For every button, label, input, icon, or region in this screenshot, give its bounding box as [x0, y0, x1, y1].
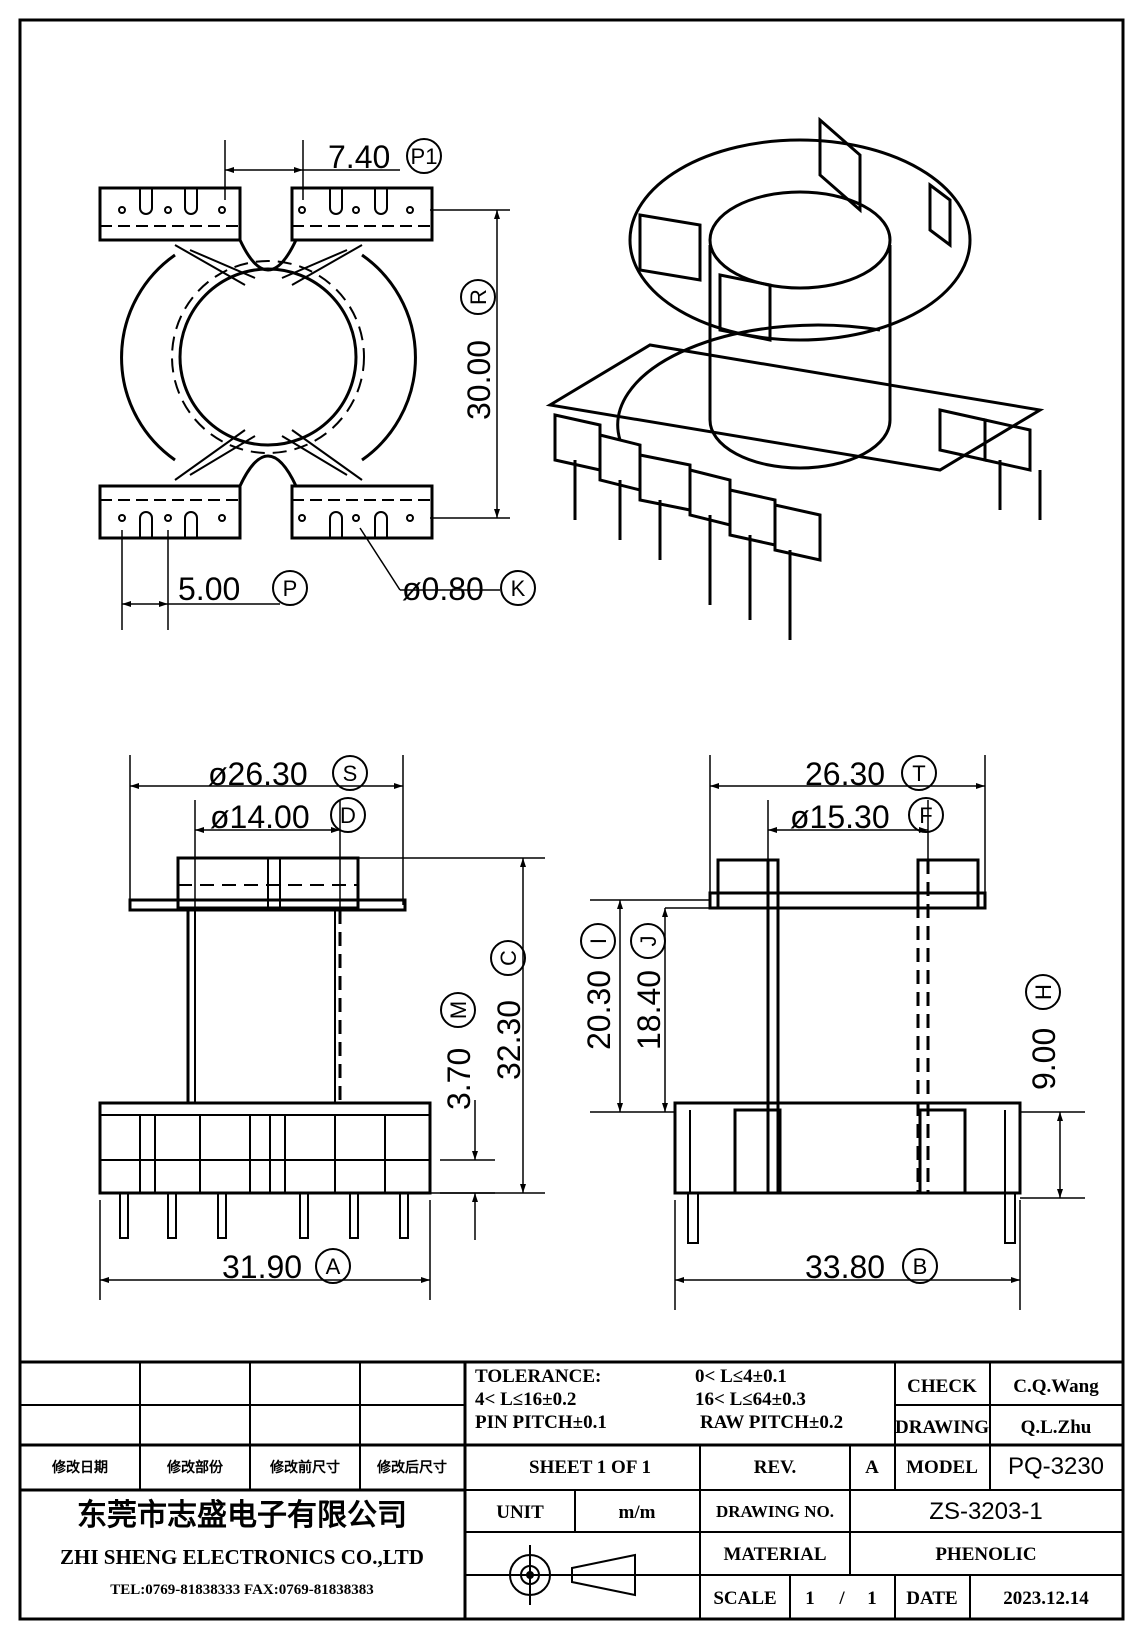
- top-view-dimensions: [121, 140, 510, 630]
- material-value: PHENOLIC: [935, 1544, 1036, 1565]
- dim-label-s: ø26.30 S: [208, 755, 368, 792]
- company-contact: TEL:0769-81838333 FAX:0769-81838383: [110, 1582, 373, 1598]
- svg-text:32.30: 32.30: [491, 1000, 527, 1080]
- isometric-view: [545, 116, 1045, 640]
- svg-text:D: D: [340, 803, 356, 828]
- dim-label-r: 30.00 R: [460, 279, 497, 420]
- svg-text:B: B: [913, 1254, 928, 1279]
- svg-text:R: R: [466, 289, 491, 305]
- projection-symbol-icon: [500, 1545, 645, 1605]
- svg-text:18.40: 18.40: [631, 970, 667, 1050]
- svg-text:7.40: 7.40: [328, 139, 390, 175]
- dim-label-d: ø14.00 D: [210, 797, 366, 835]
- company-name-cn: 东莞市志盛电子有限公司: [77, 1498, 407, 1533]
- material-label: MATERIAL: [723, 1544, 826, 1565]
- svg-text:T: T: [912, 761, 925, 786]
- svg-text:9.00: 9.00: [1026, 1028, 1062, 1090]
- rev-label: REV.: [754, 1457, 796, 1478]
- rev-col-date: 修改日期: [51, 1459, 108, 1476]
- drawing-no-label: DRAWING NO.: [716, 1502, 834, 1521]
- svg-text:M: M: [446, 1001, 471, 1019]
- svg-text:S: S: [343, 761, 358, 786]
- svg-text:K: K: [511, 576, 526, 601]
- company-name-en: ZHI SHENG ELECTRONICS CO.,LTD: [60, 1545, 424, 1569]
- dim-label-f: ø15.30 F: [790, 797, 944, 835]
- svg-text:ø15.30: ø15.30: [790, 799, 890, 835]
- sheet-label: SHEET 1 OF 1: [529, 1457, 651, 1478]
- svg-text:ø0.80: ø0.80: [402, 571, 484, 607]
- svg-text:C: C: [496, 950, 521, 966]
- dim-label-p: 5.00 P: [178, 570, 308, 607]
- rev-value: A: [865, 1457, 879, 1478]
- tolerance-pin-pitch: PIN PITCH±0.1: [475, 1412, 607, 1433]
- svg-text:A: A: [326, 1254, 341, 1279]
- svg-text:ø26.30: ø26.30: [208, 756, 308, 792]
- svg-text:F: F: [919, 803, 932, 828]
- svg-text:3.70: 3.70: [441, 1048, 477, 1110]
- dim-label-p1: 7.40 P1: [328, 138, 442, 175]
- drawing-value: Q.L.Zhu: [1021, 1417, 1092, 1438]
- model-value: PQ-3230: [1008, 1453, 1104, 1480]
- svg-text:30.00: 30.00: [461, 340, 497, 420]
- dim-label-k: ø0.80 K: [402, 570, 536, 607]
- svg-text:J: J: [636, 936, 661, 947]
- unit-value: m/m: [619, 1502, 656, 1523]
- date-label: DATE: [906, 1588, 957, 1609]
- dim-label-a: 31.90 A: [222, 1248, 351, 1285]
- sheet-border: [18, 18, 1125, 1621]
- scale-separator: /: [838, 1588, 845, 1609]
- top-view: [98, 186, 434, 540]
- side-view: [673, 858, 1022, 1244]
- svg-text:33.80: 33.80: [805, 1249, 885, 1285]
- svg-text:P1: P1: [411, 144, 438, 169]
- dim-label-b: 33.80 B: [805, 1248, 938, 1285]
- svg-text:26.30: 26.30: [805, 756, 885, 792]
- scale-denominator: 1: [867, 1588, 877, 1609]
- svg-text:I: I: [586, 938, 611, 944]
- rev-col-part: 修改部份: [166, 1459, 224, 1476]
- rev-col-after: 修改后尺寸: [376, 1459, 447, 1476]
- tolerance-rule-3: 16< L≤64±0.3: [695, 1389, 806, 1410]
- drawing-no-value: ZS-3203-1: [929, 1498, 1042, 1525]
- dim-label-h: 9.00 H: [1025, 974, 1062, 1090]
- rev-col-before: 修改前尺寸: [269, 1459, 340, 1476]
- date-value: 2023.12.14: [1003, 1588, 1089, 1609]
- svg-text:H: H: [1031, 984, 1056, 1000]
- scale-numerator: 1: [805, 1588, 815, 1609]
- dim-label-i: 20.30 I: [580, 923, 617, 1050]
- tolerance-label: TOLERANCE:: [475, 1366, 601, 1387]
- tolerance-rule-2: 4< L≤16±0.2: [475, 1389, 576, 1410]
- dim-label-c: 32.30 C: [490, 940, 527, 1080]
- svg-text:31.90: 31.90: [222, 1249, 302, 1285]
- svg-text:P: P: [283, 576, 298, 601]
- svg-text:ø14.00: ø14.00: [210, 799, 310, 835]
- tolerance-rule-1: 0< L≤4±0.1: [695, 1366, 787, 1387]
- check-value: C.Q.Wang: [1013, 1376, 1099, 1397]
- svg-text:5.00: 5.00: [178, 571, 240, 607]
- front-view-dimensions: [99, 755, 545, 1300]
- dim-label-t: 26.30 T: [805, 755, 937, 792]
- tolerance-raw-pitch: RAW PITCH±0.2: [700, 1412, 843, 1433]
- dim-label-j: 18.40 J: [630, 923, 667, 1050]
- drawing-label: DRAWING: [895, 1417, 989, 1438]
- model-label: MODEL: [906, 1457, 978, 1478]
- check-label: CHECK: [907, 1376, 977, 1397]
- dim-label-m: 3.70 M: [440, 992, 477, 1110]
- unit-label: UNIT: [496, 1502, 544, 1523]
- scale-label: SCALE: [713, 1588, 776, 1609]
- title-block: [20, 1360, 1123, 1619]
- front-view: [98, 856, 432, 1239]
- svg-text:20.30: 20.30: [581, 970, 617, 1050]
